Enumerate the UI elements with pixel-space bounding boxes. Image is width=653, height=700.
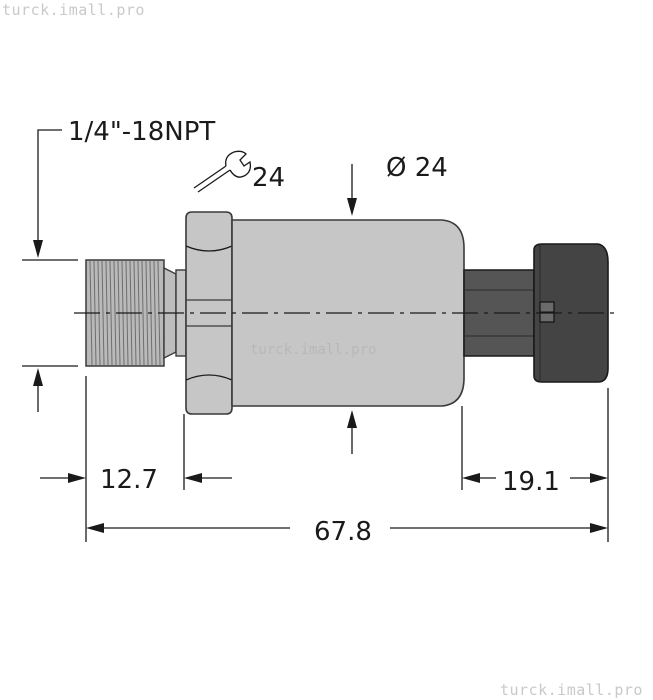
thread-line	[113, 260, 117, 366]
thread-spec-label: 1/4"-18NPT	[68, 117, 215, 147]
watermark-center: turck.imall.pro	[250, 342, 376, 358]
overall-length-label: 67.8	[314, 517, 372, 547]
thread-line	[145, 260, 149, 366]
diameter-label: Ø 24	[386, 153, 448, 183]
watermark-bottom-right: turck.imall.pro	[500, 681, 643, 699]
overall-length-dimension: 67.8	[86, 517, 608, 547]
thread-line	[141, 260, 145, 366]
diameter-callout: Ø 24	[347, 153, 448, 454]
thread-callout: 1/4"-18NPT	[22, 117, 215, 412]
thread-length-label: 12.7	[100, 465, 158, 495]
wrench-size-label: 24	[252, 163, 285, 193]
thread-line	[153, 260, 157, 366]
watermark-top-left: turck.imall.pro	[2, 1, 145, 19]
connector-length-label: 19.1	[502, 467, 560, 497]
pressure-sensor	[74, 211, 618, 415]
thread-line	[109, 260, 113, 366]
connector-length-dimension: 19.1	[461, 388, 609, 542]
wrench-icon	[193, 150, 252, 193]
wrench-callout: 24	[193, 150, 285, 193]
thread-length-dimension: 12.7	[40, 376, 232, 542]
thread-line	[101, 260, 105, 366]
